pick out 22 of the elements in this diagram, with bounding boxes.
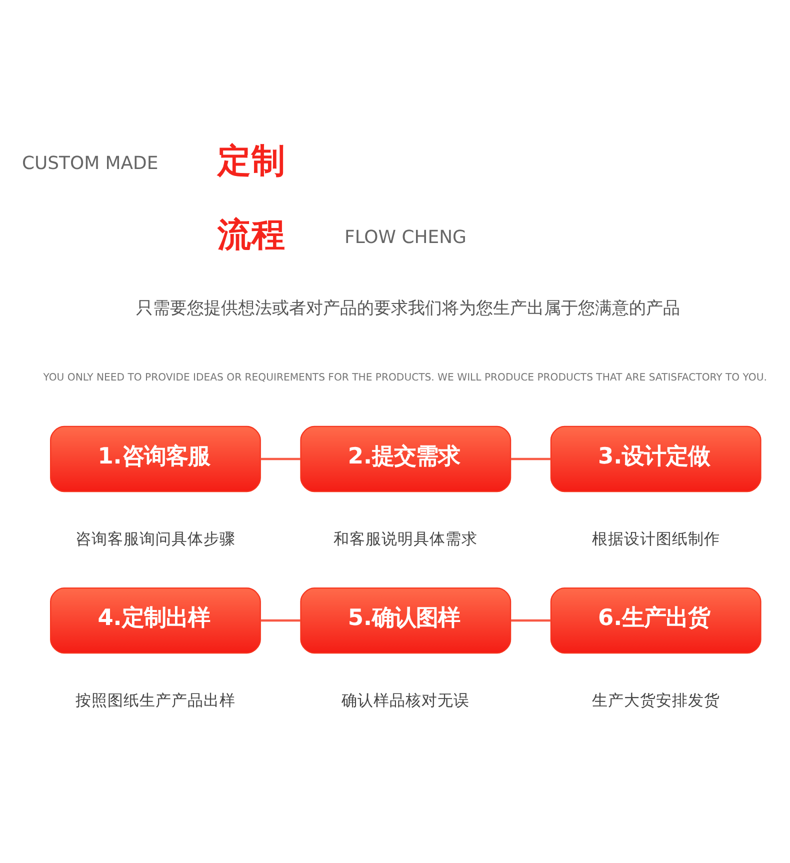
node-box: 6.生产出货 [550,587,762,654]
node-box: 3.设计定做 [550,426,762,492]
label: 只需要您提供想法或者对产品的要求我们将为您生产出属于您满意的产品 [136,298,680,318]
connector [260,619,300,622]
connector [260,458,300,460]
node-label: 咨询客服询问具体步骤 [75,528,236,548]
node-label: 和客服说明具体需求 [334,528,478,548]
connector [510,619,551,622]
node-box: 2.提交需求 [300,426,512,492]
node-box: 4.定制出样 [50,587,261,654]
node-box: 5.确认图样 [300,587,512,654]
node-label: 确认样品核对无误 [342,690,470,710]
label: YOU ONLY NEED TO PROVIDE IDEAS OR REQUIREMENTS FOR THE PRODUCTS. WE WILL PRODUCE PRODUCTS THAT ARE SATISFACTORY TO YOU. [43,372,767,384]
node-label: 生产大货安排发货 [592,690,720,710]
label: 流程 [218,214,286,254]
label: CUSTOM MADE [22,152,158,174]
label: 定制 [218,140,286,180]
node-label: 根据设计图纸制作 [592,528,720,548]
connector [510,458,551,460]
node-label: 按照图纸生产产品出样 [75,690,236,710]
node-box: 1.咨询客服 [50,426,261,492]
label: FLOW CHENG [344,226,466,248]
